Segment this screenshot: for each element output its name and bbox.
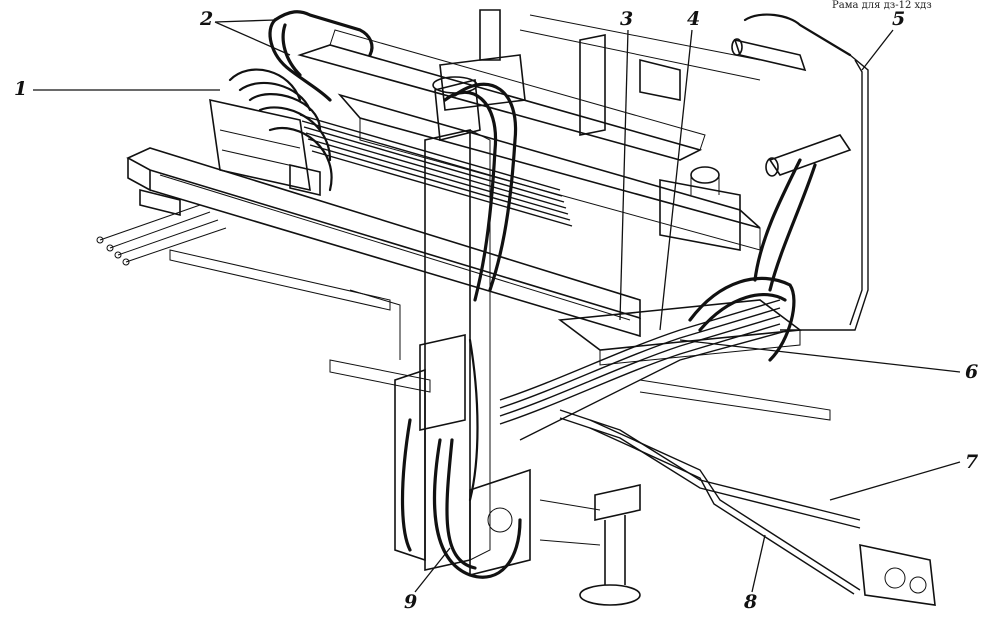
callout-4: 4 — [687, 8, 700, 30]
column-hoses — [400, 338, 522, 579]
callout-7: 7 — [965, 451, 978, 473]
main-frame — [126, 29, 831, 421]
callout-1: 1 — [14, 78, 27, 100]
support-stand — [539, 484, 641, 606]
right-top-pipe — [731, 13, 869, 331]
callout-8: 8 — [743, 591, 757, 613]
corner-note: Рама для дз-12 хдз — [832, 0, 932, 11]
upper-right-structure — [479, 9, 761, 251]
callouts: 1 2 3 4 5 6 7 8 9 Рама для дз-12 хдз — [14, 0, 978, 613]
upper-hoses — [268, 10, 518, 302]
callout-5: 5 — [892, 8, 905, 30]
callout-9: 9 — [404, 591, 417, 613]
right-pipe-bundle — [499, 134, 852, 441]
callout-6: 6 — [965, 361, 978, 383]
lower-pipes — [559, 409, 936, 606]
callout-2: 2 — [199, 8, 213, 30]
callout-3: 3 — [620, 8, 633, 30]
left-manifold — [96, 68, 573, 266]
